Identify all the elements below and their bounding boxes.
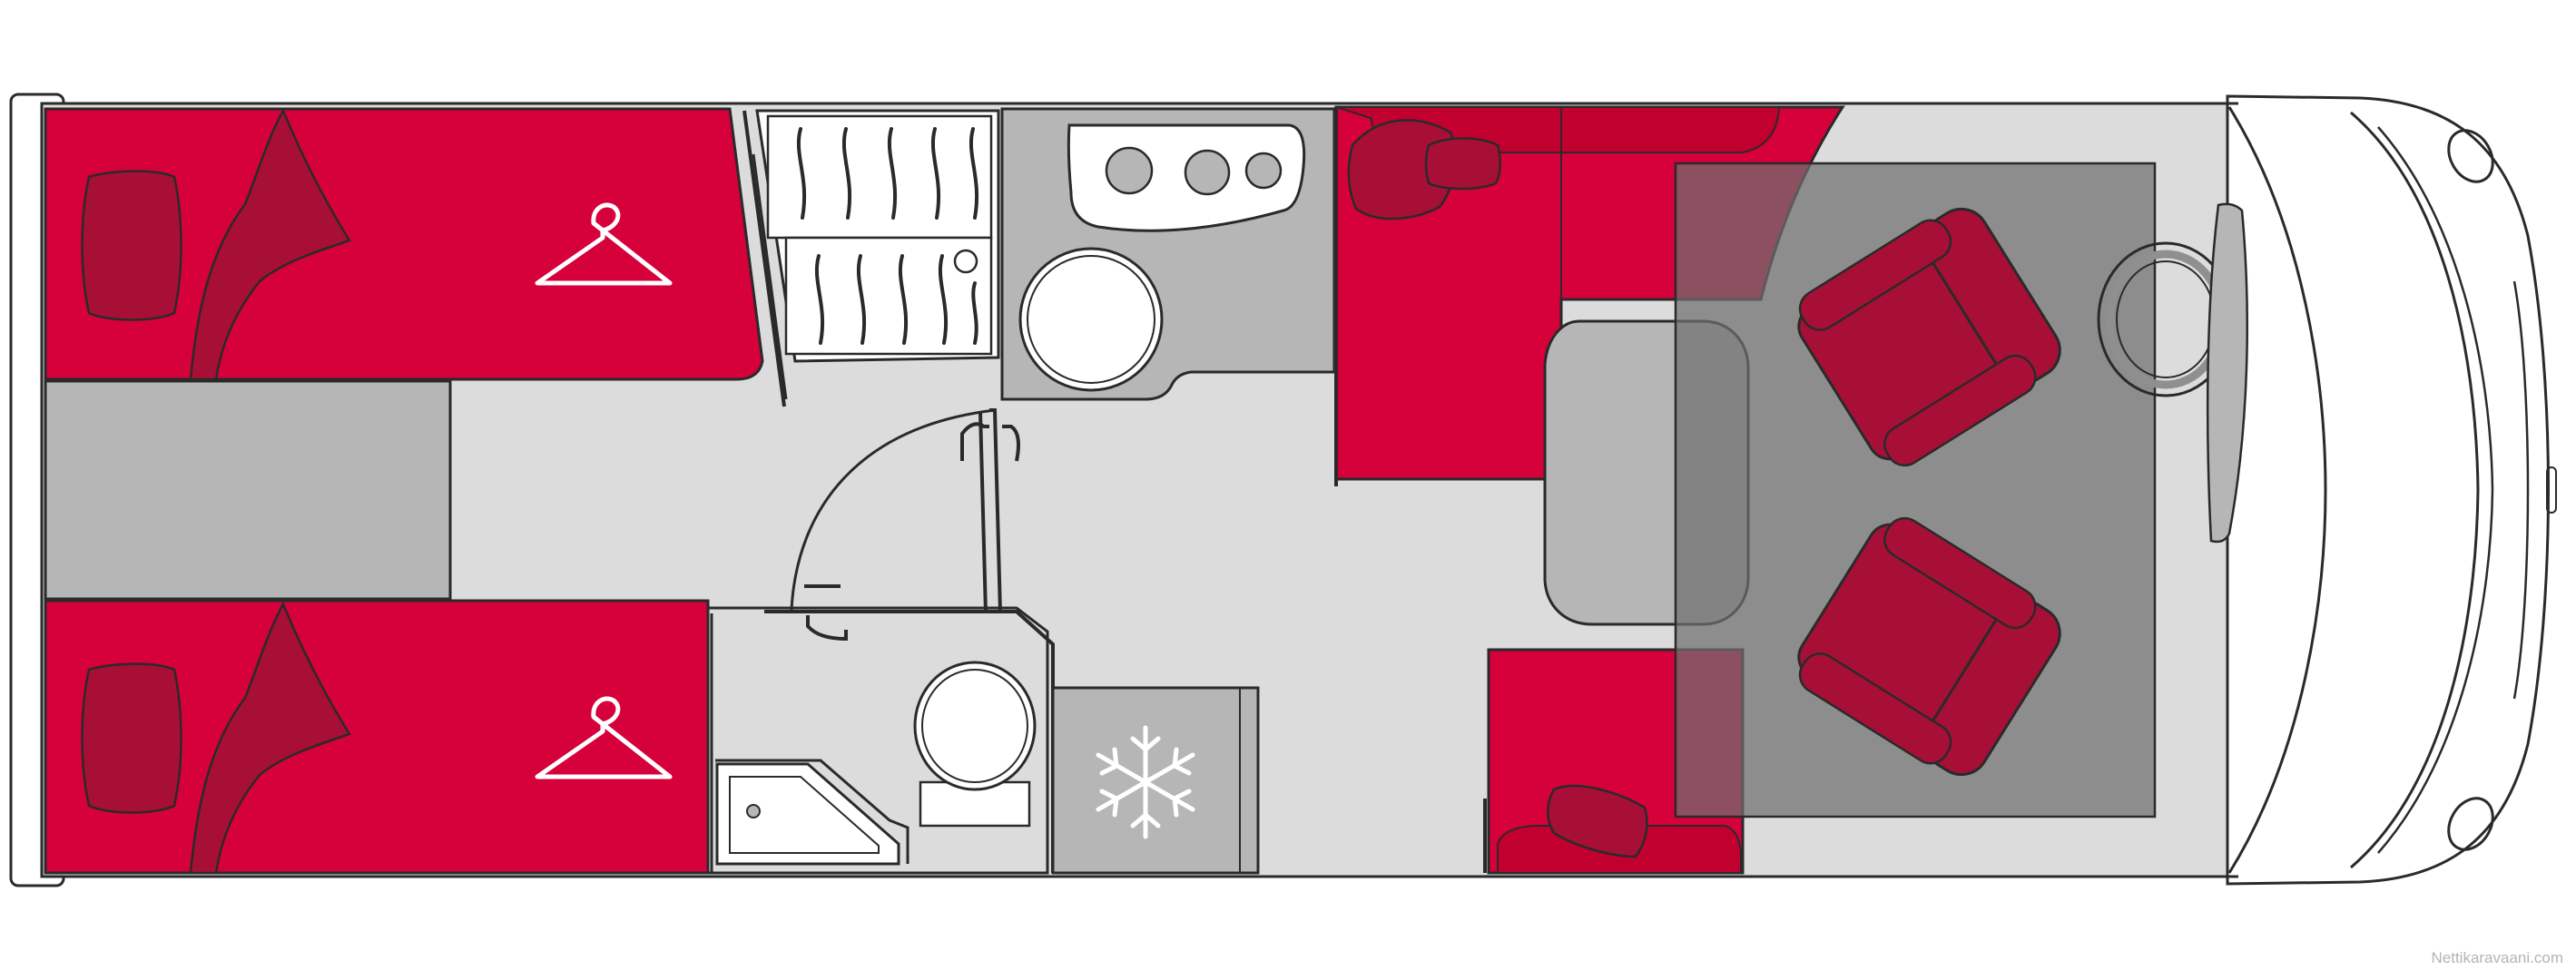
armchair-icon bbox=[1797, 516, 2061, 777]
vehicle-cab-front bbox=[2226, 94, 2550, 886]
pillow-icon bbox=[81, 170, 182, 321]
hob-burner bbox=[1105, 146, 1154, 195]
rear-wardrobe bbox=[742, 109, 1000, 407]
bathroom bbox=[706, 408, 1055, 875]
duvet-fold-bottom bbox=[189, 602, 351, 875]
wardrobe-knob bbox=[953, 249, 978, 274]
mirror-left bbox=[2447, 129, 2494, 183]
windscreen-line-inner bbox=[2377, 126, 2494, 854]
wardrobe-door-line bbox=[752, 153, 788, 400]
hanger-icon bbox=[535, 696, 673, 779]
wardrobe-upper-box bbox=[766, 114, 993, 240]
cab bbox=[1674, 162, 2249, 818]
toilet-seat bbox=[921, 669, 1028, 783]
kitchen bbox=[1000, 107, 1336, 401]
door-handle bbox=[960, 422, 1020, 462]
sink-basin bbox=[1027, 255, 1155, 384]
shower-tray-inner bbox=[729, 776, 880, 854]
pillow-icon bbox=[1424, 137, 1501, 191]
hanger-icon bbox=[535, 202, 673, 286]
door-handle bbox=[804, 584, 848, 642]
fridge bbox=[1051, 686, 1260, 875]
shower-partition bbox=[715, 759, 909, 864]
cab-handle bbox=[2546, 466, 2557, 514]
bed-base-grey bbox=[44, 379, 452, 601]
watermark: Nettikaravaani.com bbox=[2431, 949, 2563, 966]
windscreen-line bbox=[2350, 111, 2480, 869]
hanging-garments bbox=[796, 127, 979, 345]
pillow-icon bbox=[1547, 784, 1648, 858]
armchair-icon bbox=[1797, 207, 2061, 467]
rear-bed-bottom bbox=[44, 599, 710, 875]
door-post bbox=[978, 408, 1002, 614]
dashboard-console bbox=[2206, 202, 2249, 544]
rear-bed-top bbox=[44, 107, 764, 381]
dashboard bbox=[2227, 106, 2327, 874]
pillow-icon bbox=[81, 662, 182, 814]
washroom-door-arc bbox=[790, 408, 996, 611]
wardrobe-door-line bbox=[742, 110, 786, 407]
mirror-right bbox=[2447, 797, 2494, 851]
hob-burner bbox=[1184, 149, 1231, 196]
snowflake-icon bbox=[1096, 725, 1195, 839]
shower-drain bbox=[746, 804, 761, 818]
bonnet-line bbox=[2512, 280, 2530, 700]
hob-burner bbox=[1244, 152, 1283, 190]
fridge-unit bbox=[1051, 686, 1260, 875]
duvet-fold-top bbox=[189, 108, 351, 381]
